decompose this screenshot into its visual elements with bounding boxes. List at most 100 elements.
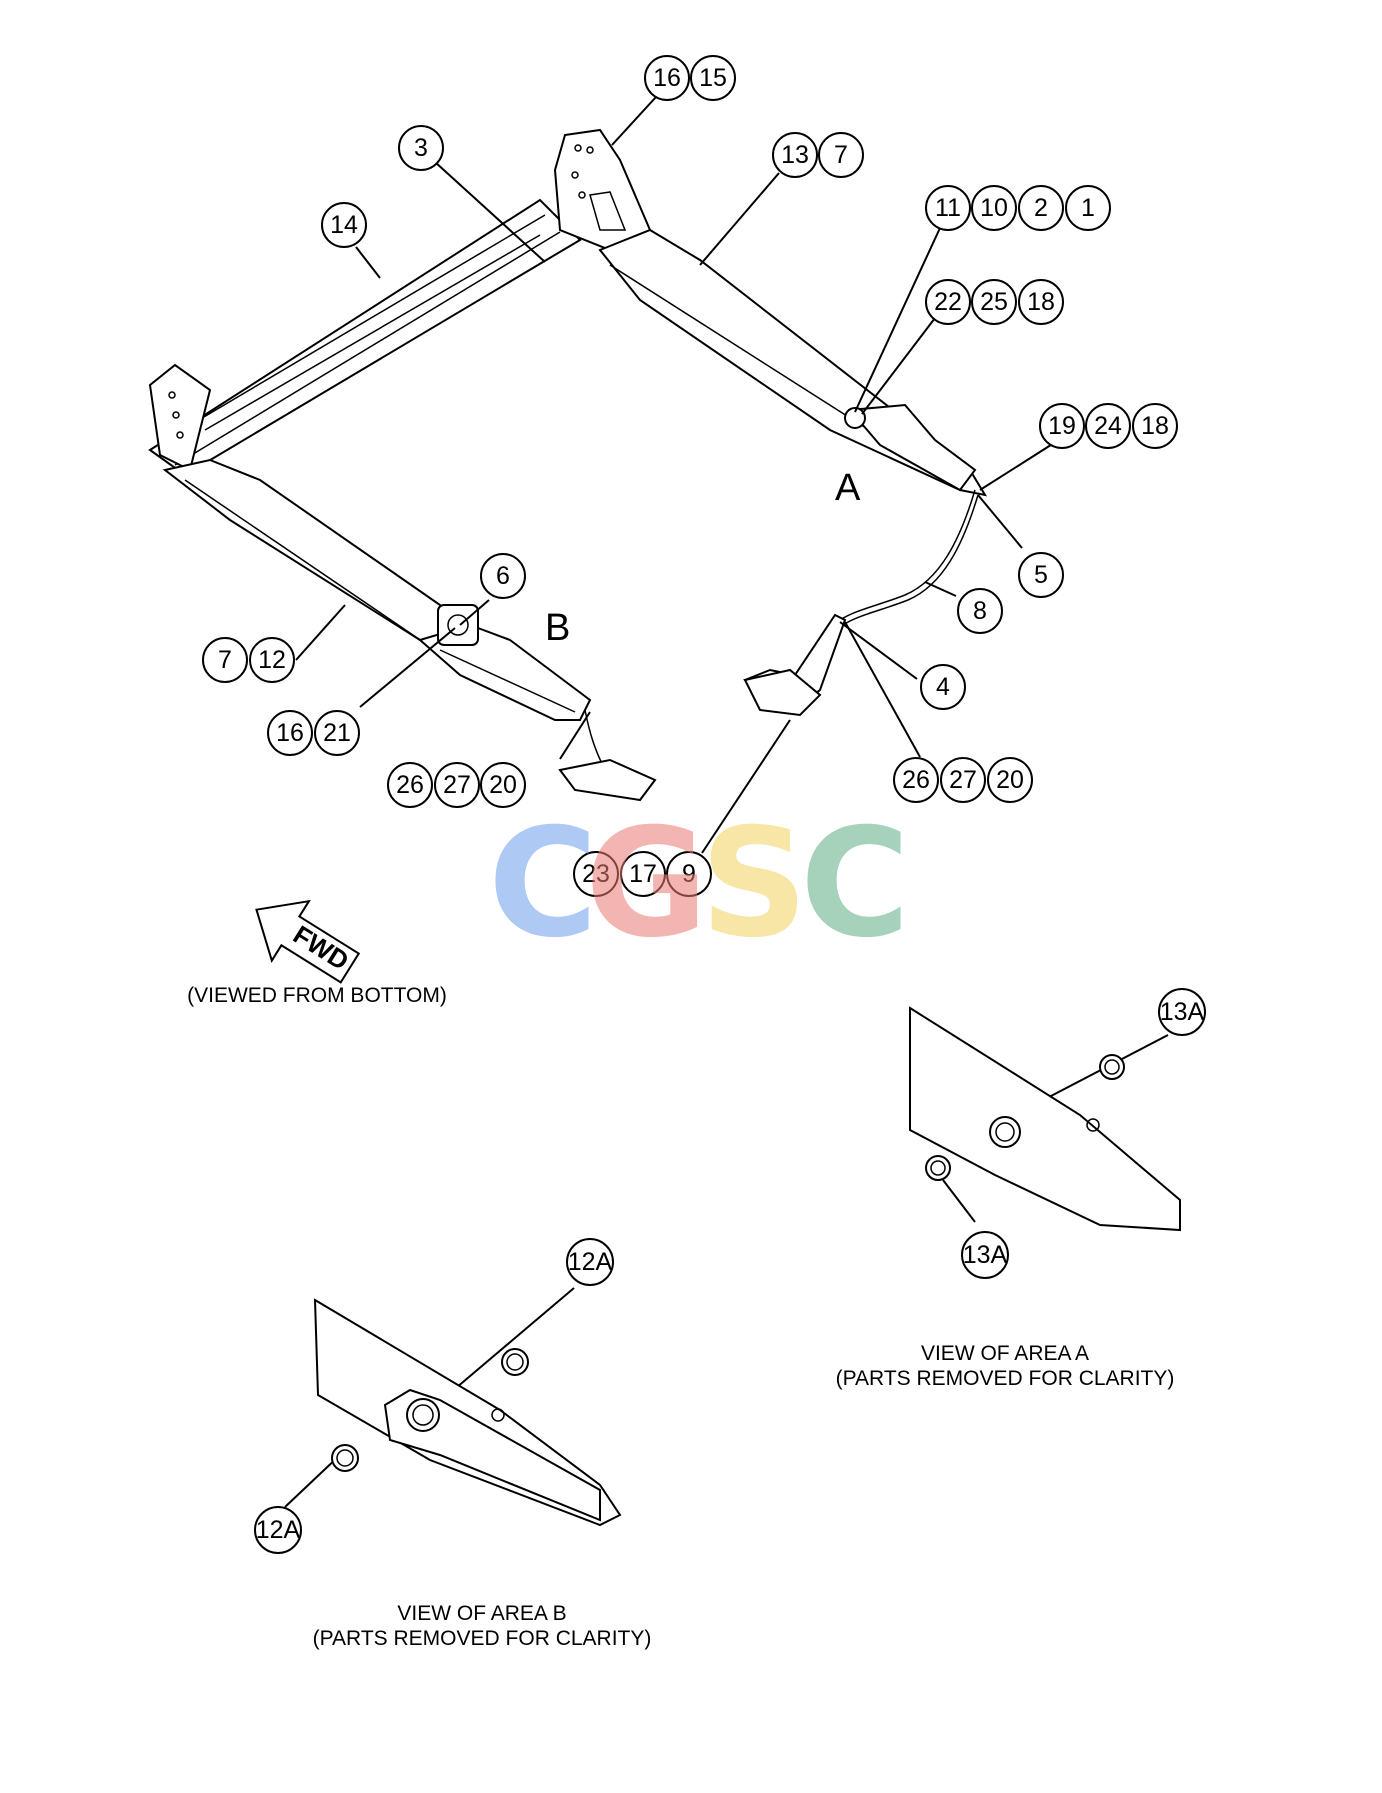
- callout-19: 19: [1039, 403, 1085, 449]
- view-a-ring-bottom: [925, 1155, 951, 1181]
- svg-text:7: 7: [218, 646, 232, 674]
- callout-balloons: 16 15 3 13 7 14 11 10 2 1 22 25 18 19 24…: [202, 55, 1206, 1554]
- view-b-ring-top: [501, 1348, 529, 1376]
- svg-text:3: 3: [414, 134, 428, 162]
- svg-text:12: 12: [258, 646, 286, 674]
- callout-8: 8: [957, 588, 1003, 634]
- view-a-arm: [909, 1006, 1181, 1232]
- right-arm-bushing: [844, 407, 866, 429]
- svg-text:1: 1: [1081, 194, 1095, 222]
- svg-text:19: 19: [1048, 412, 1076, 440]
- svg-text:13A: 13A: [1160, 998, 1205, 1026]
- svg-text:12A: 12A: [256, 1516, 301, 1544]
- cgsc-watermark: C G S C: [488, 797, 910, 971]
- svg-text:17: 17: [629, 860, 657, 888]
- callout-4: 4: [920, 664, 966, 710]
- area-b-cylinder: [437, 604, 479, 646]
- right-arm-bracket: [847, 403, 977, 492]
- svg-text:10: 10: [980, 194, 1008, 222]
- view-b-subtitle: (PARTS REMOVED FOR CLARITY): [313, 1627, 652, 1650]
- callout-18b: 18: [1132, 403, 1178, 449]
- svg-text:16: 16: [276, 719, 304, 747]
- callout-6: 6: [480, 553, 526, 599]
- svg-text:4: 4: [936, 673, 950, 701]
- callout-21: 21: [314, 710, 360, 756]
- callout-20a: 20: [480, 762, 526, 808]
- callout-11: 11: [925, 185, 971, 231]
- svg-text:14: 14: [330, 211, 358, 239]
- callout-13: 13: [772, 132, 818, 178]
- view-b-bushing: [406, 1398, 440, 1432]
- svg-text:13A: 13A: [963, 1241, 1008, 1269]
- callout-16: 16: [644, 55, 690, 101]
- right-harness: [839, 489, 976, 621]
- callout-7: 7: [818, 132, 864, 178]
- view-a-ring-top: [1099, 1054, 1125, 1080]
- svg-text:23: 23: [582, 860, 610, 888]
- callout-7b: 7: [202, 637, 248, 683]
- view-b-ring-bottom: [331, 1444, 359, 1472]
- callout-27b: 27: [940, 757, 986, 803]
- callout-12a-bottom: 12A: [254, 1506, 302, 1554]
- callout-26b: 26: [893, 757, 939, 803]
- callout-26a: 26: [387, 762, 433, 808]
- svg-text:9: 9: [682, 860, 696, 888]
- svg-text:26: 26: [396, 771, 424, 799]
- callout-12a-top: 12A: [566, 1238, 614, 1286]
- svg-text:27: 27: [949, 766, 977, 794]
- left-end-plate: [148, 363, 212, 472]
- fwd-arrow: FWD: [255, 899, 361, 984]
- callout-24: 24: [1085, 403, 1131, 449]
- view-a-bushing-large: [989, 1116, 1021, 1148]
- svg-text:27: 27: [443, 771, 471, 799]
- svg-text:11: 11: [935, 194, 961, 222]
- svg-text:6: 6: [496, 562, 510, 590]
- callout-27a: 27: [434, 762, 480, 808]
- svg-text:20: 20: [489, 771, 517, 799]
- view-a-subtitle: (PARTS REMOVED FOR CLARITY): [836, 1367, 1175, 1390]
- callout-25: 25: [971, 279, 1017, 325]
- view-area-b: VIEW OF AREA B (PARTS REMOVED FOR CLARIT…: [313, 1298, 652, 1650]
- watermark-letter-c1: C: [488, 797, 598, 971]
- svg-text:22: 22: [934, 288, 962, 316]
- leader-lines: [284, 96, 1169, 1508]
- svg-text:15: 15: [699, 64, 727, 92]
- main-frame-drawing: [148, 128, 988, 802]
- callout-16b: 16: [267, 710, 313, 756]
- view-area-a: VIEW OF AREA A (PARTS REMOVED FOR CLARIT…: [836, 1006, 1181, 1390]
- svg-text:18: 18: [1141, 412, 1169, 440]
- callout-9: 9: [666, 851, 712, 897]
- callout-18a: 18: [1018, 279, 1064, 325]
- svg-text:26: 26: [902, 766, 930, 794]
- callout-17: 17: [620, 851, 666, 897]
- area-a-letter: A: [835, 467, 861, 509]
- callout-23: 23: [573, 851, 619, 897]
- callout-15: 15: [690, 55, 736, 101]
- svg-text:18: 18: [1027, 288, 1055, 316]
- svg-text:12A: 12A: [568, 1248, 613, 1276]
- svg-text:24: 24: [1094, 412, 1122, 440]
- callout-12: 12: [249, 637, 295, 683]
- svg-text:21: 21: [323, 719, 351, 747]
- view-b-channel: [383, 1388, 601, 1522]
- svg-text:20: 20: [996, 766, 1024, 794]
- view-a-title: VIEW OF AREA A: [921, 1342, 1089, 1365]
- left-arm: [162, 458, 472, 662]
- watermark-letter-s: S: [700, 797, 808, 971]
- svg-text:16: 16: [653, 64, 681, 92]
- callout-5: 5: [1018, 552, 1064, 598]
- svg-text:7: 7: [834, 141, 848, 169]
- svg-text:2: 2: [1034, 194, 1048, 222]
- callout-14: 14: [321, 202, 367, 248]
- svg-text:25: 25: [980, 288, 1008, 316]
- callout-13a-bottom: 13A: [961, 1231, 1009, 1279]
- watermark-letter-c2: C: [800, 797, 910, 971]
- area-b-letter: B: [545, 607, 570, 649]
- callout-22: 22: [925, 279, 971, 325]
- callout-3: 3: [398, 125, 444, 171]
- viewed-from-note: (VIEWED FROM BOTTOM): [187, 984, 447, 1007]
- svg-text:5: 5: [1034, 561, 1048, 589]
- watermark-letter-g: G: [585, 797, 708, 971]
- callout-20b: 20: [987, 757, 1033, 803]
